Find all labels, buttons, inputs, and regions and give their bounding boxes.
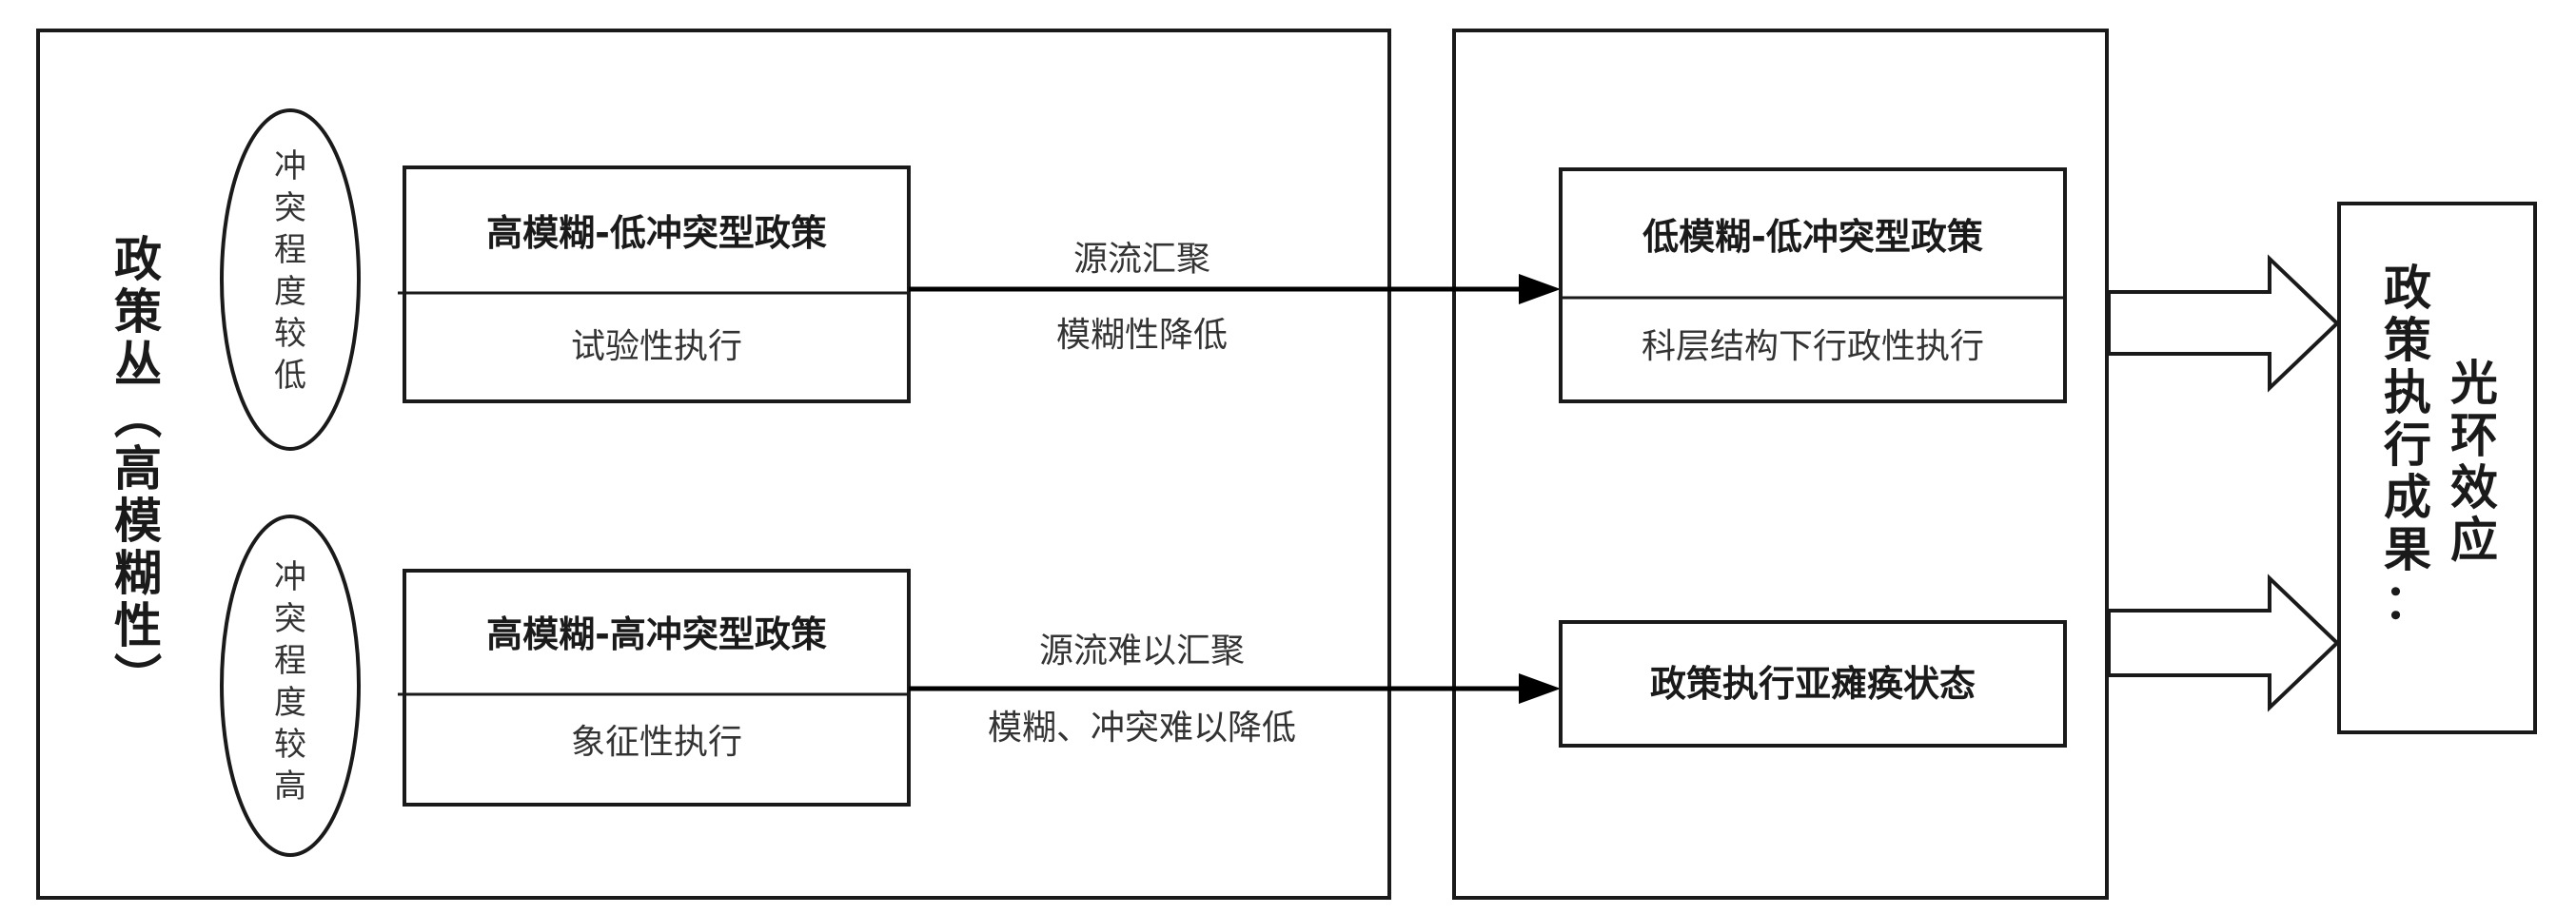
right-frame [1452,29,2109,900]
arrow-streams-hard-to-converge: 源流难以汇聚 模糊、冲突难以降低 [909,632,1561,748]
box-shape [2337,202,2537,734]
ellipse-char: 度 [274,273,306,311]
conflict-low-ellipse: 冲 突 程 度 较 低 [220,108,361,451]
outcome-char: 果 [2384,522,2431,577]
title-char: 高 [114,441,162,496]
box-subtitle: 科层结构下行政性执行 [1642,327,1984,366]
hollow-arrow-top [2107,254,2340,393]
policy-box-high-ambiguity-low-conflict: 高模糊-低冲突型政策 试验性执行 [398,165,911,403]
ellipse-char: 程 [274,231,306,269]
box-shape [1559,167,2067,403]
result-box-subparalysis: 政策执行亚瘫痪状态 [1559,620,2067,748]
result-box-low-ambiguity-low-conflict: 低模糊-低冲突型政策 科层结构下行政性执行 [1559,167,2067,403]
outcome-char: 环 [2450,408,2498,463]
ellipse-char: 冲 [274,147,306,185]
arrow-label-bottom: 模糊、冲突难以降低 [988,709,1296,748]
outcome-char: 光 [2450,356,2498,411]
box-title: 政策执行亚瘫痪状态 [1650,663,1976,705]
box-shape [1559,620,2067,748]
title-char: 模 [114,494,162,549]
ellipse-char: 冲 [274,558,306,596]
outcome-char: 策 [2384,313,2431,368]
title-char: ︵ [114,389,162,444]
box-subtitle: 象征性执行 [571,723,742,762]
outcome-char: 应 [2450,513,2498,568]
arrow-label-bottom: 模糊性降低 [1056,316,1228,355]
outcome-char: 行 [2384,418,2431,473]
ellipse-char: 较 [274,726,306,764]
ellipse-shape [220,108,361,451]
ellipse-char: 低 [274,357,306,395]
ellipse-char: 度 [274,684,306,722]
outcome-char: 效 [2450,460,2498,515]
title-char: 政 [114,232,162,287]
arrow-label-top: 源流汇聚 [1073,240,1210,279]
box-title: 高模糊-高冲突型政策 [486,613,827,655]
arrow-label-top: 源流难以汇聚 [1039,632,1245,671]
box-title: 高模糊-低冲突型政策 [486,212,827,254]
title-char: 性 [114,598,162,653]
conflict-high-ellipse: 冲 突 程 度 较 高 [220,515,361,857]
outcome-box: 政 策 执 行 成 果 ： 光 环 效 应 [2337,202,2537,734]
outcome-char: 成 [2384,470,2431,525]
box-shape [403,165,911,403]
ellipse-shape [220,515,361,857]
ellipse-char: 突 [274,600,306,638]
ellipse-char: 较 [274,315,306,353]
arrow-head [1519,274,1561,304]
outcome-char: ： [2384,574,2431,630]
title-char: 策 [114,284,162,340]
box-subtitle: 试验性执行 [571,327,742,366]
title-char: 糊 [114,546,162,601]
ellipse-char: 程 [274,642,306,680]
arrow-head [1519,673,1561,704]
title-char: ︶ [114,651,162,706]
box-shape [403,569,911,807]
left-frame [36,29,1391,900]
arrow-streams-converge: 源流汇聚 模糊性降低 [909,240,1561,355]
ellipse-char: 突 [274,189,306,227]
title-char: 丛 [114,337,162,392]
hollow-arrow-bottom [2107,574,2340,712]
outcome-char: 政 [2384,261,2431,316]
policy-box-high-ambiguity-high-conflict: 高模糊-高冲突型政策 象征性执行 [398,569,911,807]
ellipse-char: 高 [274,768,306,806]
left-panel-title: 政 策 丛 ︵ 高 模 糊 性 ︶ [114,232,162,706]
outcome-char: 执 [2384,365,2431,420]
box-title: 低模糊-低冲突型政策 [1642,216,1983,258]
